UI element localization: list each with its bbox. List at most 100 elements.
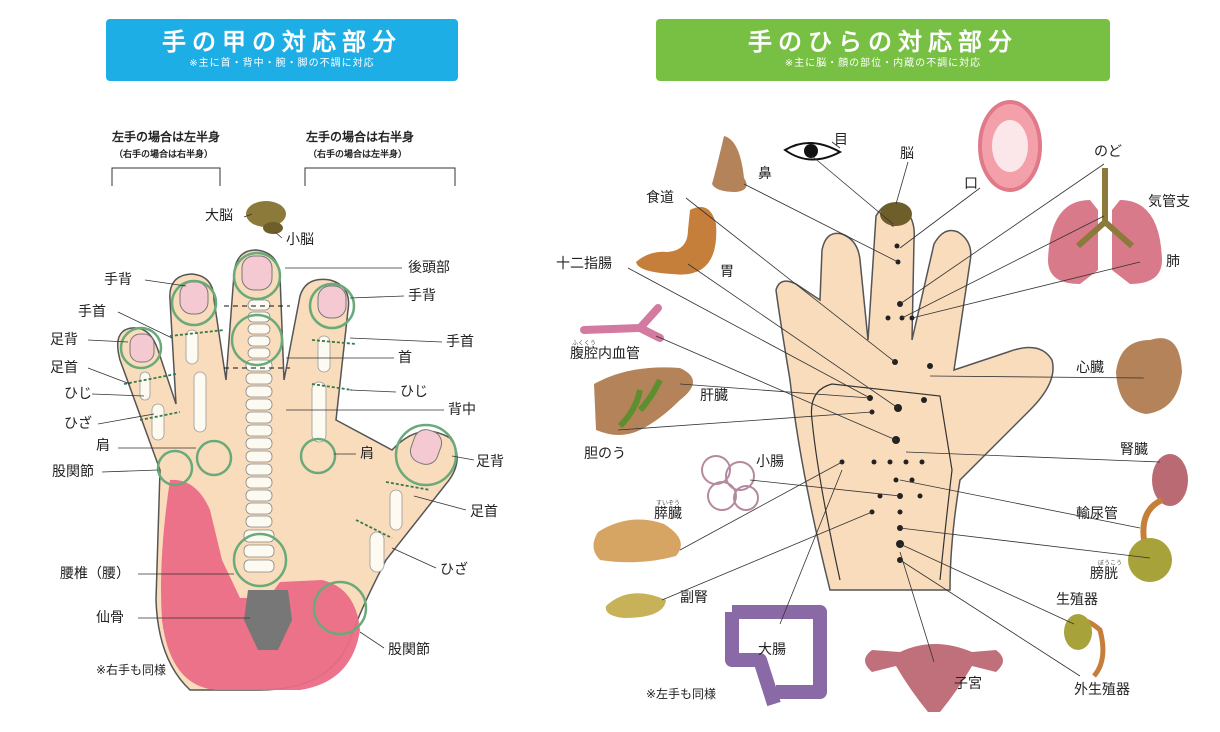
uterus-icon xyxy=(865,644,1003,712)
heart-icon xyxy=(1116,338,1182,414)
label-eye: 目 xyxy=(834,132,848,148)
label-gallbladder: 胆のう xyxy=(584,446,626,462)
celiac-vessel-icon xyxy=(580,304,664,342)
nose-icon xyxy=(712,136,747,192)
label-hand-back-left: 手背 xyxy=(104,272,132,288)
label-hip-left: 股関節 xyxy=(52,464,94,480)
gallbladder-icon xyxy=(617,378,663,429)
label-pancreas: 膵臓 xyxy=(654,506,682,522)
left-footnote: ※右手も同様 xyxy=(96,663,167,677)
label-elbow-left: ひじ xyxy=(64,386,92,402)
bronchi-icon xyxy=(1076,168,1134,249)
label-esophagus: 食道 xyxy=(646,190,674,206)
label-wrist-left: 手首 xyxy=(78,304,106,320)
reflex-circles xyxy=(119,251,458,636)
pink-lumbar-zone xyxy=(161,479,360,690)
left-title: 手の甲の対応部分 xyxy=(162,28,402,56)
label-back: 背中 xyxy=(448,402,476,418)
joint-markers xyxy=(123,329,431,539)
label-heart: 心臓 xyxy=(1076,360,1104,376)
finger-bones xyxy=(139,329,403,573)
label-sacrum: 仙骨 xyxy=(96,610,124,626)
label-throat: のど xyxy=(1094,144,1122,160)
eye-pupil xyxy=(804,144,818,158)
label-neck: 首 xyxy=(398,350,412,366)
note-right-half: 左手の場合は右半身 xyxy=(306,130,415,144)
label-elbow-right: ひじ xyxy=(400,384,428,400)
label-foot-back-right: 足背 xyxy=(476,454,504,470)
label-adrenal: 副腎 xyxy=(680,590,708,606)
label-bladder: 膀胱 xyxy=(1090,566,1118,582)
label-ureter: 輸尿管 xyxy=(1076,506,1118,522)
right-title: 手のひらの対応部分 xyxy=(748,28,1018,56)
lung-right-icon xyxy=(1112,200,1162,284)
ruby-celiac: ふくくう xyxy=(572,340,596,347)
right-title-banner: 手のひらの対応部分 ※主に脳・顔の部位・内蔵の不調に対応 xyxy=(656,19,1110,81)
ureter-icon xyxy=(1140,497,1164,541)
note-right-half-sub: （右手の場合は左半身） xyxy=(308,150,408,160)
reproductive-icon xyxy=(1064,614,1092,650)
left-leader-lines xyxy=(87,213,475,649)
left-subtitle: ※主に首・背中・腕・脚の不調に対応 xyxy=(189,58,375,69)
label-cerebellum: 小脳 xyxy=(286,232,314,248)
label-reproductive: 生殖器 xyxy=(1056,592,1098,608)
label-shoulder-right: 肩 xyxy=(360,446,374,462)
liver-icon xyxy=(594,367,693,435)
label-kidney: 腎臓 xyxy=(1120,442,1148,458)
right-hand-illustration xyxy=(580,100,1188,712)
label-hand-back-right: 手背 xyxy=(408,288,436,304)
label-ankle-right: 足首 xyxy=(470,504,498,520)
adrenal-icon xyxy=(605,593,666,618)
brain-icon xyxy=(246,201,286,227)
note-left-half: 左手の場合は左半身 xyxy=(112,130,221,144)
stomach-icon xyxy=(636,207,717,275)
label-lung: 肺 xyxy=(1166,254,1180,270)
mouth-inner xyxy=(992,120,1028,172)
label-cerebrum: 大脳 xyxy=(205,208,233,224)
note-left-half-sub: （右手の場合は右半身） xyxy=(114,150,214,160)
small-intestine-icon xyxy=(701,455,759,511)
label-foot-back-left: 足背 xyxy=(50,332,78,348)
palm-inner-outline xyxy=(810,383,953,581)
neck-dividers xyxy=(224,305,290,369)
right-leader-lines xyxy=(617,141,1161,677)
label-liver: 肝臓 xyxy=(700,388,728,404)
label-lumbar: 腰椎（腰） xyxy=(60,566,130,582)
label-nose: 鼻 xyxy=(758,166,772,182)
label-shoulder-left: 肩 xyxy=(96,438,110,454)
left-hand-illustration xyxy=(87,167,475,691)
kidney-icon xyxy=(1152,454,1188,506)
label-knee-right: ひざ xyxy=(440,562,468,578)
label-brain: 脳 xyxy=(900,146,914,162)
label-hip-right: 股関節 xyxy=(388,642,430,658)
label-celiac: 腹腔内血管 xyxy=(570,346,640,362)
palm-silhouette xyxy=(775,202,1054,591)
pancreas-icon xyxy=(593,519,681,563)
label-stomach: 胃 xyxy=(720,264,734,280)
fingernails xyxy=(129,255,443,465)
spine xyxy=(243,299,275,573)
label-knee-left: ひざ xyxy=(64,416,92,432)
sacrum-shape xyxy=(244,590,292,650)
label-ankle-left: 足首 xyxy=(50,360,78,376)
ruby-pancreas: すいぞう xyxy=(656,500,681,507)
left-title-banner: 手の甲の対応部分 ※主に首・背中・腕・脚の不調に対応 xyxy=(106,19,458,81)
cerebellum-icon xyxy=(263,222,283,234)
lung-left-icon xyxy=(1048,200,1098,284)
label-external-genitalia: 外生殖器 xyxy=(1074,682,1130,698)
palm-brain-icon xyxy=(880,202,912,226)
right-subtitle: ※主に脳・顔の部位・内蔵の不調に対応 xyxy=(784,58,982,69)
large-intestine-icon xyxy=(725,605,827,707)
right-footnote: ※左手も同様 xyxy=(646,687,717,701)
label-small-intestine: 小腸 xyxy=(756,454,784,470)
label-uterus: 子宮 xyxy=(954,676,982,692)
label-occipital: 後頭部 xyxy=(408,260,450,276)
label-bronchi: 気管支 xyxy=(1148,194,1190,210)
bladder-icon xyxy=(1128,538,1172,582)
label-wrist-right: 手首 xyxy=(446,334,474,350)
label-mouth: 口 xyxy=(964,176,978,192)
label-duodenum: 十二指腸 xyxy=(556,256,612,272)
ruby-bladder: ぼうこう xyxy=(1098,560,1123,567)
label-large-intestine: 大腸 xyxy=(758,642,786,658)
